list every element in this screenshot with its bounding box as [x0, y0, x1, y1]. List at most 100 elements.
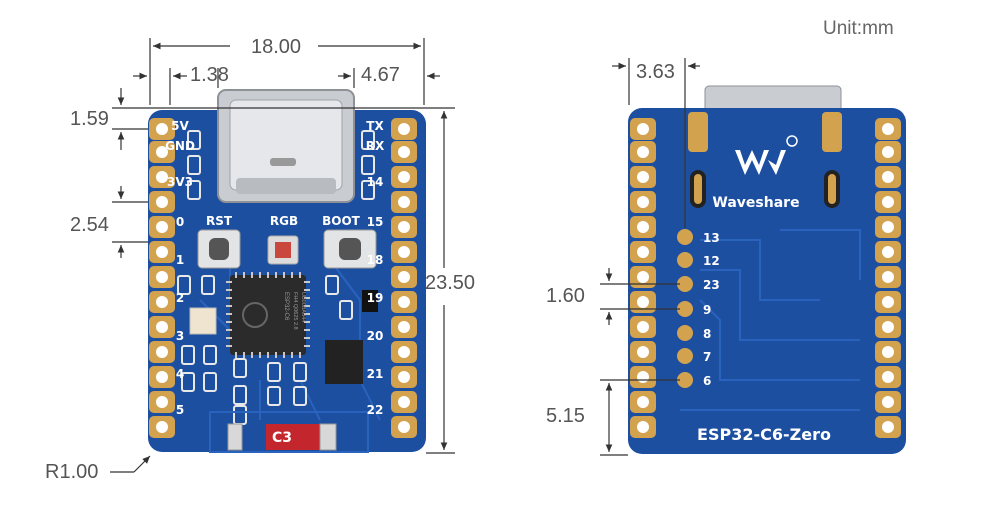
back-traces — [680, 229, 861, 411]
chip-text-2: FH4 Q0625 2.8 — [292, 292, 298, 330]
antenna-area — [209, 411, 369, 453]
back-left-pad-8 — [630, 316, 656, 338]
left-pin-label: 2 — [176, 291, 184, 305]
test-pad-label: 7 — [703, 350, 711, 364]
boot-label: BOOT — [322, 214, 361, 228]
back-test-pads: 13 12 23 9 8 7 6 — [677, 229, 720, 388]
smd-pad — [181, 345, 195, 365]
back-right-pad-2 — [875, 166, 901, 188]
back-dimension-lines — [600, 58, 700, 456]
smd-pad — [267, 386, 281, 406]
esp32-chip: ESP32-C6 FH4 Q0625 2.8 UB00BA044 — [226, 272, 310, 358]
usb-c-connector — [217, 89, 355, 203]
c3-label: C3 — [272, 430, 292, 446]
right-pin-label: 15 — [367, 215, 384, 229]
front-right-pad-6 — [391, 266, 417, 288]
right-pin-label: 19 — [367, 291, 384, 305]
smd-pad — [187, 130, 201, 150]
chip-text-3: UB00BA044 — [300, 292, 306, 322]
test-pad-9: 9 — [677, 301, 711, 317]
smd-pad — [177, 275, 191, 295]
dim-usb-left-offset: 1.38 — [190, 64, 229, 86]
back-right-pad-4 — [875, 216, 901, 238]
smd-pad — [361, 130, 375, 150]
dim-bottom-offset: 5.15 — [546, 405, 585, 427]
dim-corner-radius: R1.00 — [45, 461, 99, 483]
back-right-pads — [875, 118, 901, 438]
test-pad-12: 12 — [677, 252, 720, 268]
right-pin-label: 20 — [367, 329, 384, 343]
back-slot-left — [690, 170, 706, 208]
back-right-pad-0 — [875, 118, 901, 140]
front-right-pad-1 — [391, 141, 417, 163]
smd-pad — [325, 275, 339, 295]
front-left-pad-7 — [149, 291, 175, 313]
test-pad-7: 7 — [677, 348, 711, 364]
product-name: ESP32-C6-Zero — [697, 425, 831, 444]
test-pad-13: 13 — [677, 229, 720, 245]
front-left-pad-6 — [149, 266, 175, 288]
back-pcb — [628, 108, 906, 454]
back-left-pads — [630, 118, 656, 438]
front-right-pad-5 — [391, 241, 417, 263]
back-left-pad-5 — [630, 241, 656, 263]
smd-pad — [233, 358, 247, 378]
dim-pad-offset: 3.63 — [636, 61, 675, 83]
right-pin-label: 22 — [367, 403, 384, 417]
smd-pad — [203, 345, 217, 365]
dim-usb-right-offset: 4.67 — [361, 64, 400, 86]
back-right-pad-7 — [875, 291, 901, 313]
rgb-led — [267, 235, 299, 265]
right-pin-label: 18 — [367, 253, 384, 267]
left-pin-label: 5V — [171, 119, 189, 133]
test-pad-label: 13 — [703, 231, 720, 245]
back-right-pad-11 — [875, 391, 901, 413]
chip-text-1: ESP32-C6 — [283, 292, 289, 321]
front-right-pad-10 — [391, 366, 417, 388]
front-left-pad-0 — [149, 118, 175, 140]
back-left-pad-1 — [630, 141, 656, 163]
front-right-pad-8 — [391, 316, 417, 338]
front-left-pad-8 — [149, 316, 175, 338]
front-right-pad-11 — [391, 391, 417, 413]
test-pad-23: 23 — [677, 276, 720, 292]
front-left-pad-3 — [149, 191, 175, 213]
right-pin-label: RX — [366, 139, 385, 153]
rst-button — [197, 229, 241, 269]
front-right-pad-7 — [391, 291, 417, 313]
front-right-pads — [391, 118, 417, 438]
back-right-pad-8 — [875, 316, 901, 338]
smd-pad — [187, 180, 201, 200]
dim-width: 18.00 — [251, 36, 302, 58]
test-pad-label: 6 — [703, 374, 711, 388]
smd-pad — [361, 155, 375, 175]
smd-pad — [293, 362, 307, 382]
front-left-pad-2 — [149, 166, 175, 188]
test-pad-label: 23 — [703, 278, 720, 292]
rgb-label: RGB — [270, 214, 298, 228]
dim-top-pad-offset: 1.59 — [70, 108, 109, 130]
front-smd-components — [177, 130, 375, 425]
unit-label: Unit:mm — [823, 18, 894, 39]
rst-label: RST — [206, 214, 233, 228]
back-left-pad-3 — [630, 191, 656, 213]
left-pin-label: 4 — [176, 367, 184, 381]
smd-pad — [181, 372, 195, 392]
test-pad-label: 8 — [703, 327, 711, 341]
front-board: RST RGB BOOT ESP32-C6 FH4 Q0625 2.8 UB00… — [148, 89, 426, 453]
left-pin-label: 1 — [176, 253, 184, 267]
dim-pin-pitch: 2.54 — [70, 214, 109, 236]
back-right-pad-10 — [875, 366, 901, 388]
back-left-pad-6 — [630, 266, 656, 288]
back-right-pad-5 — [875, 241, 901, 263]
back-shield-pad-right — [822, 112, 842, 152]
left-pin-label: 0 — [176, 215, 184, 229]
smd-pad — [187, 155, 201, 175]
front-left-pad-1 — [149, 141, 175, 163]
front-left-pad-4 — [149, 216, 175, 238]
right-pin-label: 21 — [367, 367, 384, 381]
smd-pad — [361, 180, 375, 200]
